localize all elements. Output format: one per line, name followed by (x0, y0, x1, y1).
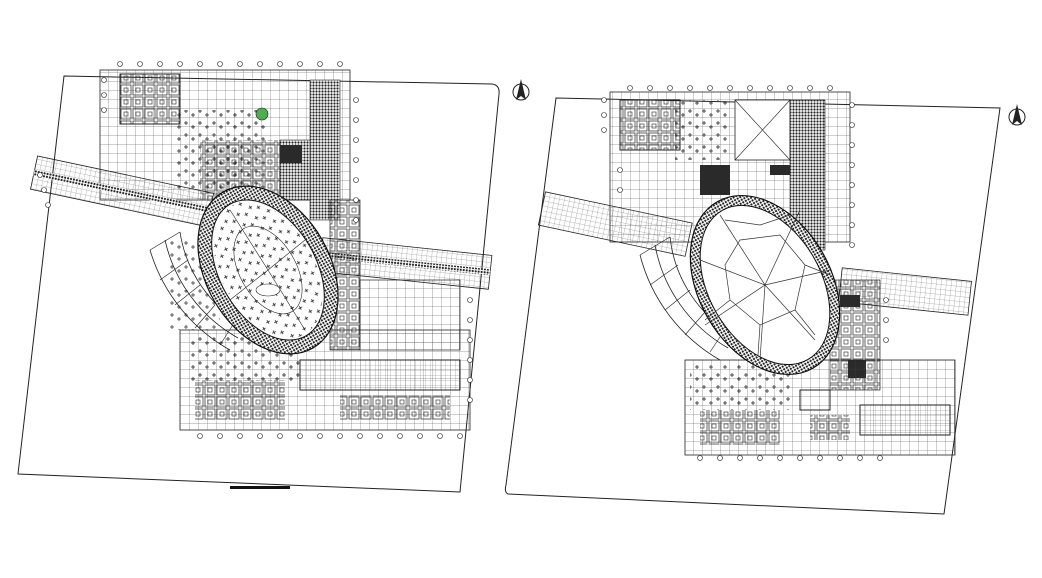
site-boundary-left (17, 75, 500, 493)
floor-plan-right (504, 85, 1001, 515)
north-arrow-right (1008, 104, 1026, 126)
site-boundary-right (504, 97, 1001, 515)
scale-bar (230, 486, 290, 489)
floor-plan-left (17, 61, 500, 493)
central-oval-atrium-right (689, 194, 841, 376)
central-oval-atrium-left (197, 185, 339, 355)
north-arrow-left (512, 79, 530, 101)
landscape-green-marker (255, 107, 269, 121)
